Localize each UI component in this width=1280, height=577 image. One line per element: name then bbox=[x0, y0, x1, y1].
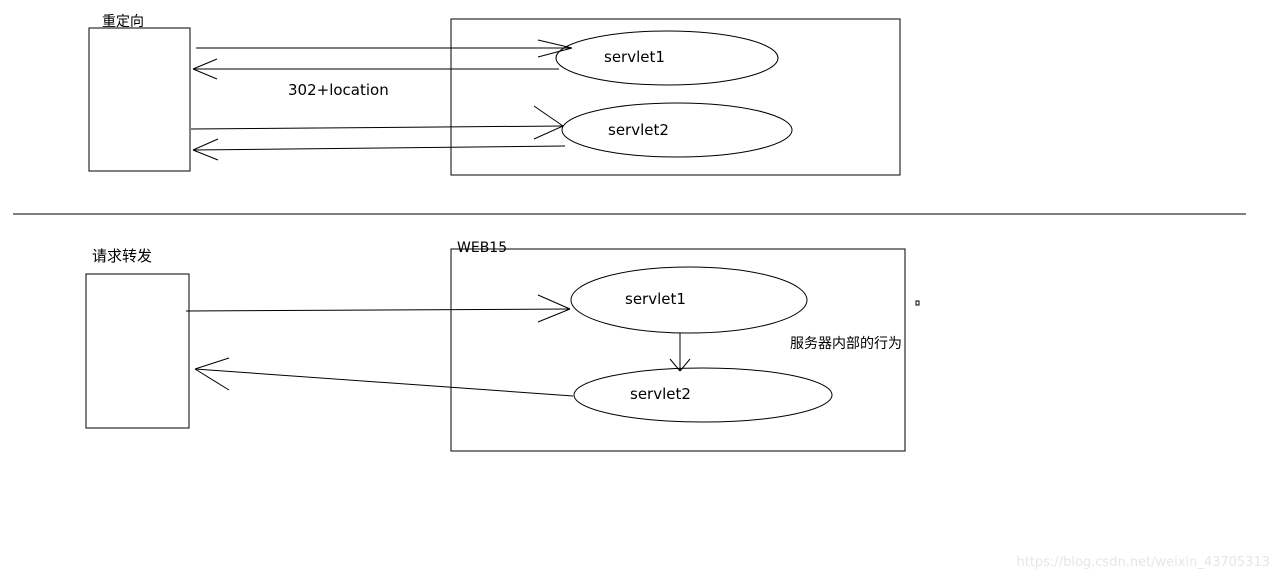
redirect-response2-arrow bbox=[192, 138, 566, 161]
redirect-servlet2-label: servlet2 bbox=[608, 121, 669, 139]
forward-web15-box bbox=[450, 248, 906, 452]
forward-client-box bbox=[85, 273, 190, 429]
forward-servlet2-node bbox=[573, 367, 833, 423]
forward-response-arrow bbox=[194, 357, 574, 397]
forward-servlet1-node bbox=[570, 266, 808, 334]
redirect-servlet1-label: servlet1 bbox=[604, 48, 665, 66]
redirect-request1-arrow bbox=[196, 39, 573, 58]
forward-internal-arrow bbox=[669, 333, 691, 372]
forward-internal-note: 服务器内部的行为 bbox=[790, 336, 902, 352]
redirect-request2-arrow bbox=[190, 105, 564, 140]
redirect-servlet1-node bbox=[555, 30, 779, 86]
forward-servlet2-label: servlet2 bbox=[630, 385, 691, 403]
redirect-title: 重定向 bbox=[102, 14, 144, 30]
forward-title: 请求转发 bbox=[92, 247, 152, 265]
stray-mark bbox=[915, 300, 920, 306]
redirect-client-box bbox=[88, 27, 191, 172]
redirect-server-box bbox=[450, 18, 901, 176]
forward-servlet1-label: servlet1 bbox=[625, 290, 686, 308]
redirect-302-location-label: 302+location bbox=[288, 81, 389, 99]
redirect-servlet2-node bbox=[561, 102, 793, 158]
forward-container-label: WEB15 bbox=[457, 240, 507, 256]
redirect-302-response-arrow bbox=[192, 58, 559, 80]
watermark: https://blog.csdn.net/weixin_43705313 bbox=[1016, 555, 1270, 570]
forward-request-arrow bbox=[185, 294, 571, 323]
